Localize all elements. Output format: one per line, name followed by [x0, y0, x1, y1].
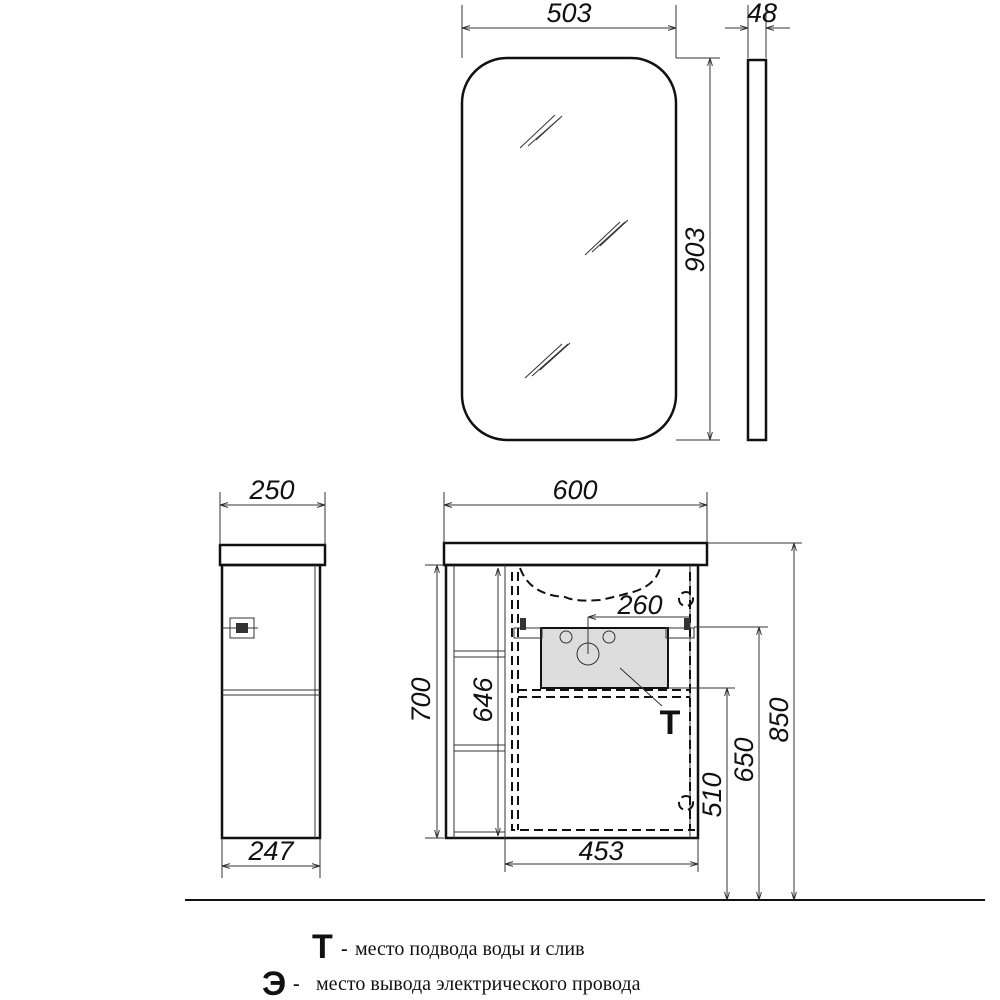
legend-symbol-electric: Э	[262, 965, 286, 1000]
svg-text:-: -	[341, 938, 348, 960]
bracket-left-icon	[513, 618, 543, 639]
height-label: 700	[406, 677, 436, 722]
mirror-side-view: 48	[725, 0, 790, 442]
mounting-hole-icon	[602, 630, 616, 644]
electric-outlet-icon	[222, 617, 258, 639]
bracket-right-icon	[665, 618, 695, 639]
mounting-hole-icon	[559, 630, 573, 644]
drain-area	[540, 627, 669, 689]
electric-point-icon	[678, 795, 694, 811]
mirror-width-label: 503	[546, 0, 591, 28]
front-width-label: 600	[552, 475, 597, 505]
electric-point-icon	[678, 591, 694, 607]
electric-height-label: 650	[729, 737, 759, 782]
glass-reflection-marks	[519, 114, 629, 379]
shelf-height-label: 646	[468, 676, 498, 722]
legend-text-electric: место вывода электрического провода	[316, 973, 641, 995]
legend: Т - место подвода воды и слив Э - место …	[262, 928, 641, 1000]
side-top-width-label: 250	[248, 475, 294, 505]
water-height-label: 510	[697, 772, 727, 817]
cabinet-front-view: 260 Т 600 700 646 453 510 650 850	[406, 475, 802, 900]
legend-text-water: место подвода воды и слив	[355, 938, 585, 960]
side-bottom-width-label: 247	[247, 836, 294, 866]
total-height-label: 850	[764, 697, 794, 742]
cabinet-side-view: 250 247	[218, 475, 327, 878]
legend-symbol-water: Т	[312, 928, 333, 966]
basin-outline	[519, 567, 661, 602]
svg-text:-: -	[293, 973, 300, 995]
offset-label: 260	[616, 590, 662, 620]
water-marker: Т	[660, 704, 681, 742]
mirror-depth-label: 48	[747, 0, 777, 28]
mirror-front-view: 503 903	[460, 0, 720, 442]
inner-width-label: 453	[578, 836, 623, 866]
mirror-height-label: 903	[680, 227, 710, 272]
